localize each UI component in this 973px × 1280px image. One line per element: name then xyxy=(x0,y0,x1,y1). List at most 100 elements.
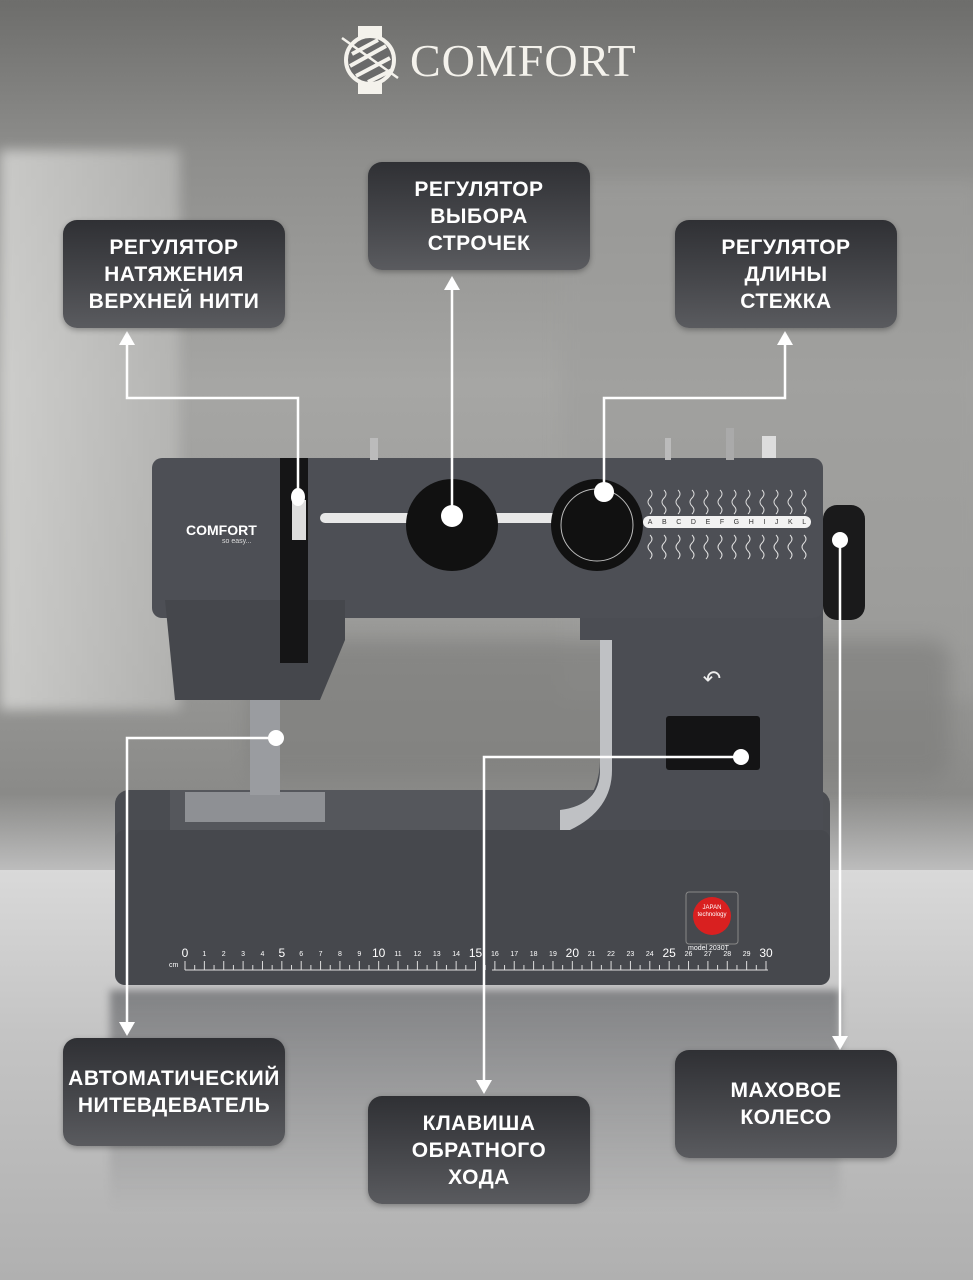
stitch-symbol xyxy=(759,534,765,560)
arrow-icon xyxy=(832,1036,848,1050)
ruler-label: 30 xyxy=(759,946,773,960)
ruler-label: 24 xyxy=(645,951,654,958)
arrow-icon xyxy=(777,331,793,345)
callout-line: ДЛИНЫ xyxy=(744,262,828,286)
stitch-symbol xyxy=(787,489,793,515)
callout-line: МАХОВОЕ xyxy=(730,1079,842,1102)
stitch-symbol xyxy=(647,489,653,515)
callout-line: ВЫБОРА xyxy=(430,204,528,228)
stitch-symbol xyxy=(661,534,667,560)
badge-line1: JAPAN xyxy=(702,905,722,911)
callout-thread-tension: РЕГУЛЯТОР НАТЯЖЕНИЯ ВЕРХНЕЙ НИТИ xyxy=(63,220,285,328)
ruler-label: 19 xyxy=(549,951,557,958)
ruler-label: 21 xyxy=(587,951,596,958)
stitch-symbol xyxy=(773,489,779,515)
callout-line: РЕГУЛЯТОР xyxy=(109,235,239,259)
callout-line: НИТЕВДЕВАТЕЛЬ xyxy=(77,1094,271,1117)
presser-foot xyxy=(250,700,280,795)
ruler-label: 2 xyxy=(221,951,226,958)
connector-tension xyxy=(125,340,300,494)
stitch-symbol xyxy=(661,489,667,515)
callout-line: СТЕЖКА xyxy=(740,289,832,313)
stitch-letter: I xyxy=(763,518,766,526)
stitch-symbol xyxy=(801,534,807,560)
stitch-pattern-chart xyxy=(647,489,807,560)
stitch-symbol xyxy=(647,534,653,560)
ruler-label: 14 xyxy=(452,951,461,958)
callout-line: РЕГУЛЯТОР xyxy=(414,177,544,201)
ruler-label: 13 xyxy=(432,951,441,958)
callout-line: ВЕРХНЕЙ НИТИ xyxy=(88,289,260,313)
stitch-symbol xyxy=(787,534,793,560)
stitch-letter: D xyxy=(690,518,696,526)
stitch-symbol xyxy=(773,534,779,560)
stitch-letter: E xyxy=(705,518,711,526)
stitch-letter: H xyxy=(748,518,754,526)
callout-stitch-selector: РЕГУЛЯТОР ВЫБОРА СТРОЧЕК xyxy=(368,162,590,270)
ruler-label: 10 xyxy=(371,946,386,960)
stitch-symbol xyxy=(675,489,681,515)
connector-threader xyxy=(125,736,276,1026)
brand-name: COMFORT xyxy=(410,34,637,86)
ruler-label: 18 xyxy=(529,951,538,958)
japan-badge xyxy=(693,897,731,935)
marker-dot xyxy=(291,488,305,506)
badge-line2: technology xyxy=(697,912,727,918)
marker-dot xyxy=(832,532,848,548)
ruler-label: 3 xyxy=(241,951,246,958)
stitch-letter: L xyxy=(802,518,807,526)
ruler-label: 1 xyxy=(202,951,207,958)
stitch-symbol xyxy=(745,534,751,560)
handwheel[interactable] xyxy=(823,505,865,620)
callout-line: НАТЯЖЕНИЯ xyxy=(104,262,244,286)
stitch-symbol xyxy=(689,489,695,515)
stitch-symbol xyxy=(703,534,709,560)
marker-dot xyxy=(733,749,749,765)
stitch-length-dial[interactable] xyxy=(551,479,643,571)
callout-line: ХОДА xyxy=(448,1165,510,1189)
measurement-ruler xyxy=(184,961,768,971)
thread-spool-icon xyxy=(341,26,399,94)
arrow-icon xyxy=(476,1080,492,1094)
ruler-label: 15 xyxy=(468,946,483,960)
connector-reverse xyxy=(482,755,741,1084)
ruler-label: 4 xyxy=(260,951,265,958)
ruler-unit: cm xyxy=(169,962,179,969)
stitch-letter: J xyxy=(774,518,779,526)
callout-line: КЛАВИША xyxy=(422,1111,536,1135)
callout-line: ОБРАТНОГО xyxy=(411,1138,547,1162)
ruler-label: 8 xyxy=(337,951,342,958)
machine-slogan: so easy... xyxy=(222,538,252,545)
stitch-symbol xyxy=(703,489,709,515)
stitch-letter: G xyxy=(733,518,740,526)
arrow-icon xyxy=(444,276,460,290)
stitch-letter: F xyxy=(719,518,725,526)
ruler-label: 20 xyxy=(565,946,580,960)
stitch-letter: A xyxy=(647,518,653,526)
arrow-icon xyxy=(119,331,135,345)
ruler-label: 23 xyxy=(626,951,635,958)
arrow-icon xyxy=(119,1022,135,1036)
ruler-label: 5 xyxy=(278,946,286,960)
stitch-symbol xyxy=(745,489,751,515)
stitch-letter: K xyxy=(787,518,793,526)
stitch-symbol xyxy=(801,489,807,515)
stitch-symbol xyxy=(675,534,681,560)
stitch-symbol xyxy=(717,534,723,560)
ruler-label: 26 xyxy=(684,951,693,958)
model-label: model 2030T xyxy=(688,945,729,952)
callout-line: РЕГУЛЯТОР xyxy=(721,235,851,259)
ruler-label: 9 xyxy=(357,951,362,958)
stitch-symbol xyxy=(759,489,765,515)
ruler-label: 6 xyxy=(299,951,304,958)
marker-dot xyxy=(594,482,614,502)
ruler-label: 28 xyxy=(723,951,732,958)
callout-line: СТРОЧЕК xyxy=(427,231,531,255)
stitch-symbol xyxy=(731,534,737,560)
machine-brand: COMFORT xyxy=(186,522,257,538)
